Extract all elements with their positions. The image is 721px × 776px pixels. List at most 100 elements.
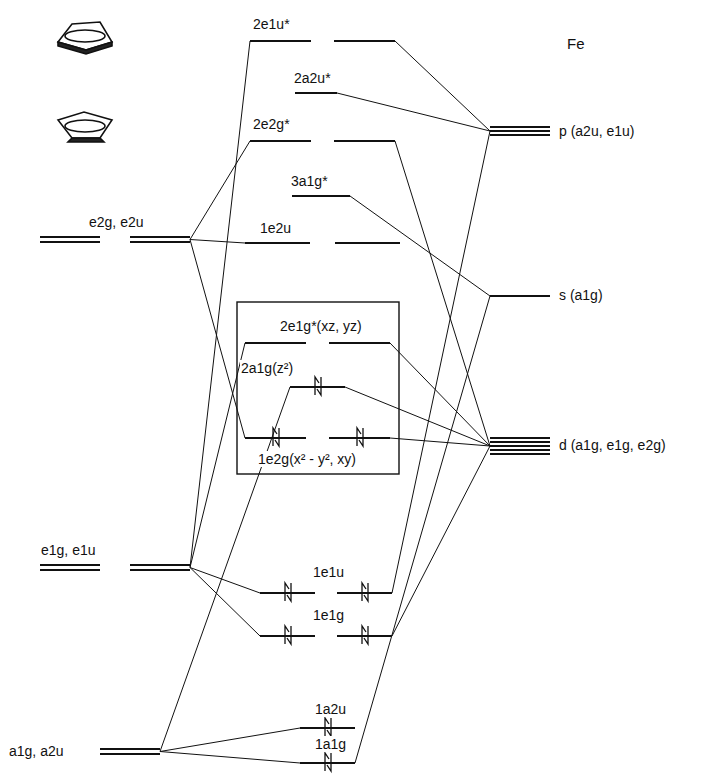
energy-level: 2a1g(z²) — [290, 386, 345, 388]
energy-level: 2a2u* — [295, 92, 337, 94]
level-line — [300, 762, 355, 764]
level-line — [490, 449, 550, 451]
level-line — [490, 134, 550, 136]
level-label: 2e1g*(xz, yz) — [279, 318, 363, 334]
energy-level: 2e1u* — [250, 40, 395, 42]
level-label: 1a2u — [314, 701, 347, 717]
correlation-line — [395, 41, 490, 131]
level-label: 2a2u* — [293, 70, 332, 86]
correlation-line — [390, 343, 490, 446]
level-line — [329, 342, 390, 344]
level-line — [130, 569, 190, 571]
level-label: e2g, e2u — [88, 214, 145, 230]
correlation-line — [390, 438, 490, 446]
level-label: d (a1g, e1g, e2g) — [558, 437, 667, 453]
level-line — [290, 386, 345, 388]
level-line — [130, 236, 190, 238]
level-line — [40, 236, 100, 238]
level-line — [40, 241, 100, 243]
level-label: s (a1g) — [558, 287, 604, 303]
level-label: e1g, e1u — [40, 542, 97, 558]
correlation-line — [190, 568, 260, 637]
correlation-line — [392, 446, 490, 636]
cyclopentadienyl-ring — [58, 22, 112, 54]
level-label: 1e2g(x² - y², xy) — [257, 451, 357, 467]
level-line — [337, 635, 392, 637]
correlation-line — [355, 296, 490, 763]
level-label: 1e1u — [312, 564, 345, 580]
correlation-line — [190, 343, 245, 568]
level-line — [130, 564, 190, 566]
electron-pair — [268, 426, 284, 448]
energy-level: 2e1g*(xz, yz) — [245, 342, 390, 344]
level-label: 3a1g* — [290, 173, 329, 189]
energy-level: 3a1g* — [292, 195, 350, 197]
level-line — [40, 564, 100, 566]
cyclopentadienyl-ring — [58, 112, 112, 142]
level-line — [100, 748, 160, 750]
level-label: p (a2u, e1u) — [558, 123, 636, 139]
electron-pair — [357, 581, 373, 603]
energy-level: 1a2u — [300, 727, 355, 729]
level-line — [334, 140, 395, 142]
level-line — [130, 241, 190, 243]
level-label: 2e1u* — [252, 16, 291, 32]
level-label: 1e2u — [259, 220, 292, 236]
level-line — [490, 453, 550, 455]
electron-pair — [357, 624, 373, 646]
level-line — [490, 437, 550, 439]
correlation-line — [395, 141, 490, 446]
energy-level: 1e1g — [260, 635, 392, 637]
level-line — [292, 195, 350, 197]
energy-level: a1g, a2u — [100, 748, 160, 755]
correlation-line — [350, 196, 490, 296]
level-line — [490, 441, 550, 443]
level-line — [245, 342, 306, 344]
level-line — [490, 445, 550, 447]
electron-pair — [280, 624, 296, 646]
level-line — [260, 635, 315, 637]
energy-level: s (a1g) — [490, 295, 550, 297]
level-label: 1a1g — [314, 736, 347, 752]
electron-pair — [352, 426, 368, 448]
electron-pair — [280, 581, 296, 603]
energy-level: e2g, e2u — [40, 236, 190, 243]
correlation-line — [337, 93, 490, 131]
level-line — [100, 753, 160, 755]
energy-level: d (a1g, e1g, e2g) — [490, 437, 550, 455]
level-line — [40, 569, 100, 571]
energy-level: p (a2u, e1u) — [490, 126, 550, 136]
electron-pair — [310, 375, 326, 397]
level-line — [490, 295, 550, 297]
level-line — [335, 242, 400, 244]
correlation-line — [160, 728, 300, 752]
level-label: 2a1g(z²) — [240, 360, 294, 376]
level-label: a1g, a2u — [8, 743, 65, 759]
energy-level: 1e2u — [245, 242, 400, 244]
energy-level: 1e1u — [260, 592, 392, 594]
electron-pair — [320, 716, 336, 738]
level-line — [490, 130, 550, 132]
level-line — [334, 40, 395, 42]
level-line — [300, 727, 355, 729]
level-line — [245, 242, 310, 244]
level-line — [337, 592, 392, 594]
correlation-line — [190, 240, 245, 244]
atom-label: Fe — [566, 36, 586, 52]
correlation-line — [190, 41, 250, 568]
energy-level: 1a1g — [300, 762, 355, 764]
level-line — [250, 40, 311, 42]
level-label: 1e1g — [312, 607, 345, 623]
level-line — [295, 92, 337, 94]
correlation-line — [190, 240, 245, 439]
electron-pair — [320, 751, 336, 773]
correlation-line — [392, 131, 490, 593]
energy-level: e1g, e1u — [40, 564, 190, 571]
energy-level: 2e2g* — [250, 140, 395, 142]
energy-level: 1e2g(x² - y², xy) — [245, 437, 390, 439]
level-line — [490, 126, 550, 128]
correlation-line — [160, 752, 300, 764]
level-line — [245, 437, 306, 439]
correlation-line — [190, 568, 260, 594]
